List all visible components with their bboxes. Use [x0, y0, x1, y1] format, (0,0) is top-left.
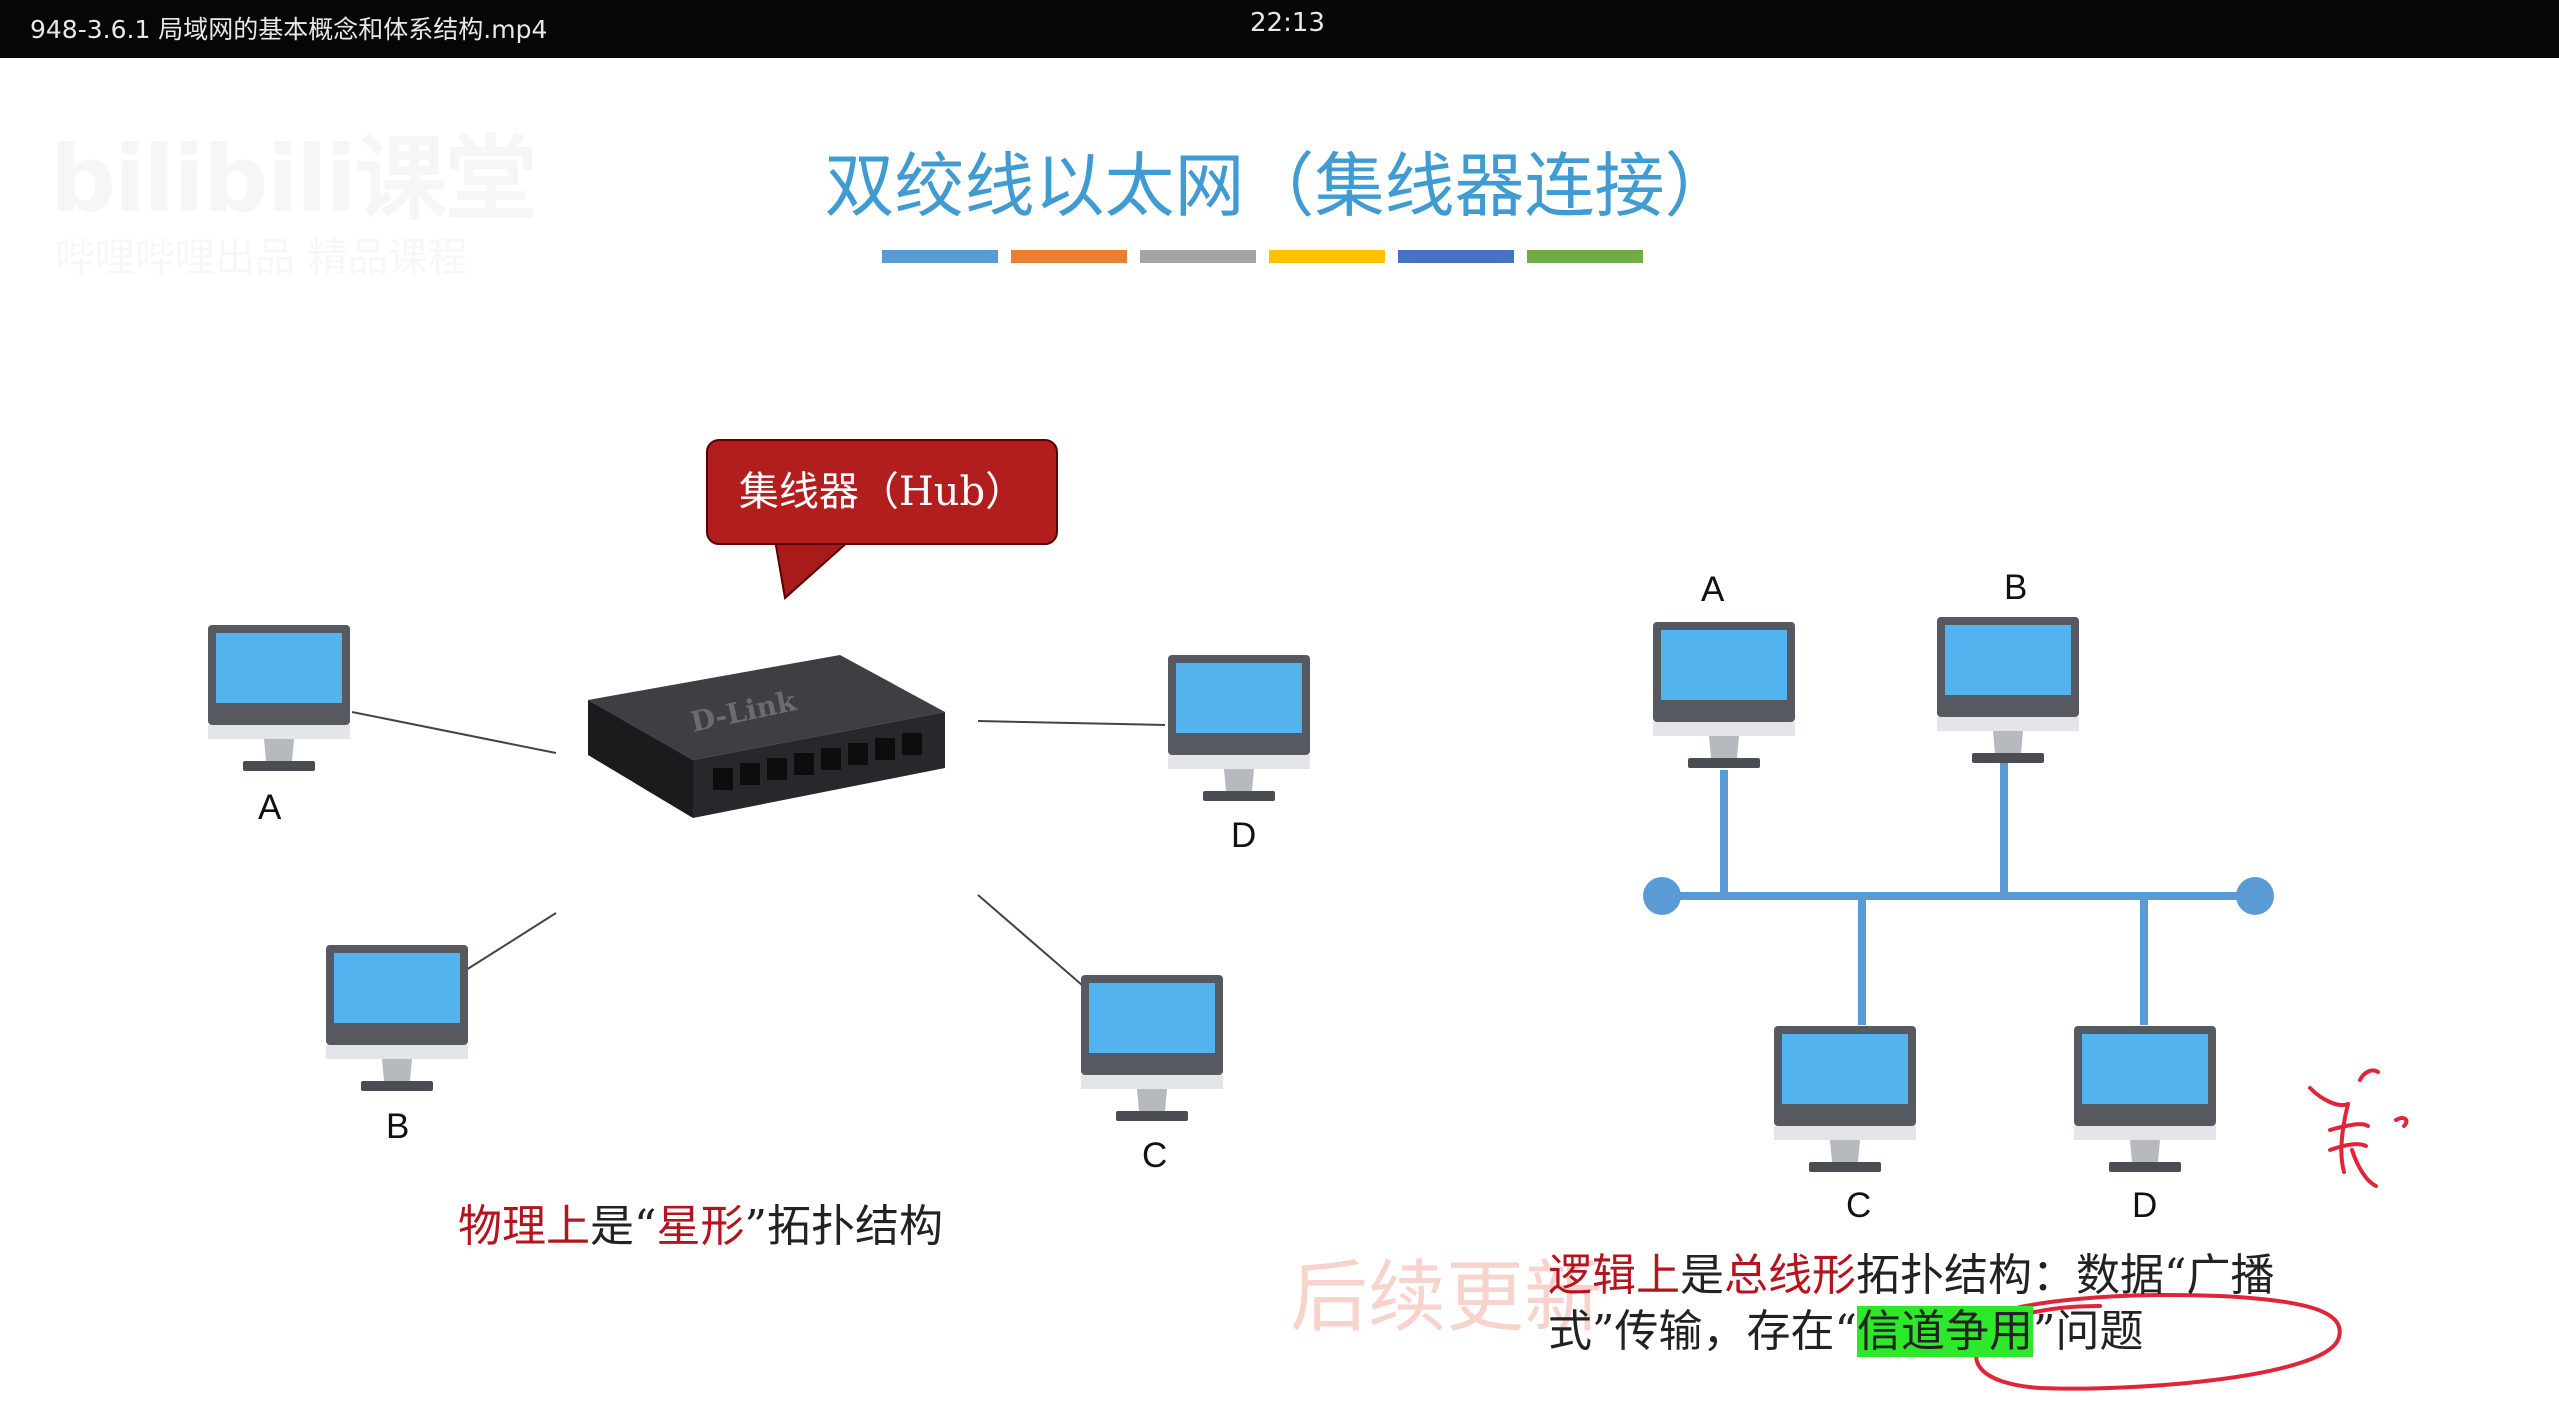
computer-c-bus-icon	[1774, 1026, 1916, 1172]
bus-label-a: A	[1701, 570, 1725, 609]
star-label-b: B	[386, 1107, 410, 1146]
computer-c-star-icon	[1081, 975, 1223, 1121]
bilibili-watermark-logo: bilibili课堂	[50, 126, 537, 233]
bilibili-watermark-sub: 哔哩哔哩出品 精品课程	[55, 235, 468, 281]
title-color-bars	[882, 250, 1643, 263]
hub-callout	[706, 439, 1058, 600]
color-bar	[882, 250, 998, 263]
computer-b-star-icon	[326, 945, 468, 1091]
color-bar	[1527, 250, 1643, 263]
bus-line	[1643, 762, 2274, 1025]
physical-topology-caption: 物理上是“星形”拓扑结构	[458, 1190, 943, 1254]
hub-device-icon	[588, 655, 945, 818]
caption-text: 是“	[590, 1201, 657, 1252]
hub-callout-label-box: 集线器（Hub）	[707, 440, 1057, 544]
caption-text: ”问题	[2033, 1306, 2144, 1357]
caption-text: 是	[1680, 1250, 1724, 1301]
bus-label-c: C	[1846, 1186, 1872, 1225]
star-label-d: D	[1231, 816, 1257, 855]
clock: 22:13	[1250, 8, 1325, 38]
caption-channel-contention: 信道争用	[1857, 1306, 2033, 1357]
slide-title: 双绞线以太网（集线器连接）	[824, 145, 1735, 227]
computer-b-bus-icon	[1937, 617, 2079, 763]
computer-a-bus-icon	[1653, 622, 1795, 768]
star-label-c: C	[1142, 1136, 1168, 1175]
color-bar	[1269, 250, 1385, 263]
star-links	[351, 711, 1166, 986]
color-bar	[1140, 250, 1256, 263]
caption-star: 星形	[656, 1201, 745, 1252]
video-title-bar: 948-3.6.1 局域网的基本概念和体系结构.mp4 22:13	[0, 0, 2559, 58]
bottom-watermark: 后续更新	[1290, 1253, 1603, 1343]
logical-topology-caption: 逻辑上是总线形拓扑结构：数据“广播式”传输，存在“信道争用”问题	[1548, 1248, 2378, 1360]
bus-label-b: B	[2004, 568, 2028, 607]
video-file-name: 948-3.6.1 局域网的基本概念和体系结构.mp4	[30, 15, 548, 44]
caption-text: ”拓扑结构	[744, 1201, 944, 1252]
caption-physical: 物理上	[458, 1201, 590, 1252]
hub-callout-label: 集线器（Hub）	[738, 469, 1026, 515]
color-bar	[1398, 250, 1514, 263]
star-label-a: A	[258, 788, 282, 827]
computer-d-bus-icon	[2074, 1026, 2216, 1172]
caption-bus: 总线形	[1724, 1250, 1856, 1301]
bus-label-d: D	[2132, 1186, 2158, 1225]
caption-text: 拓扑结构：数据“广播式”传输，存在“	[1548, 1250, 2275, 1357]
color-bar	[1011, 250, 1127, 263]
caption-logical: 逻辑上	[1548, 1250, 1680, 1301]
computer-d-star-icon	[1168, 655, 1310, 801]
computer-a-star-icon	[208, 625, 350, 771]
